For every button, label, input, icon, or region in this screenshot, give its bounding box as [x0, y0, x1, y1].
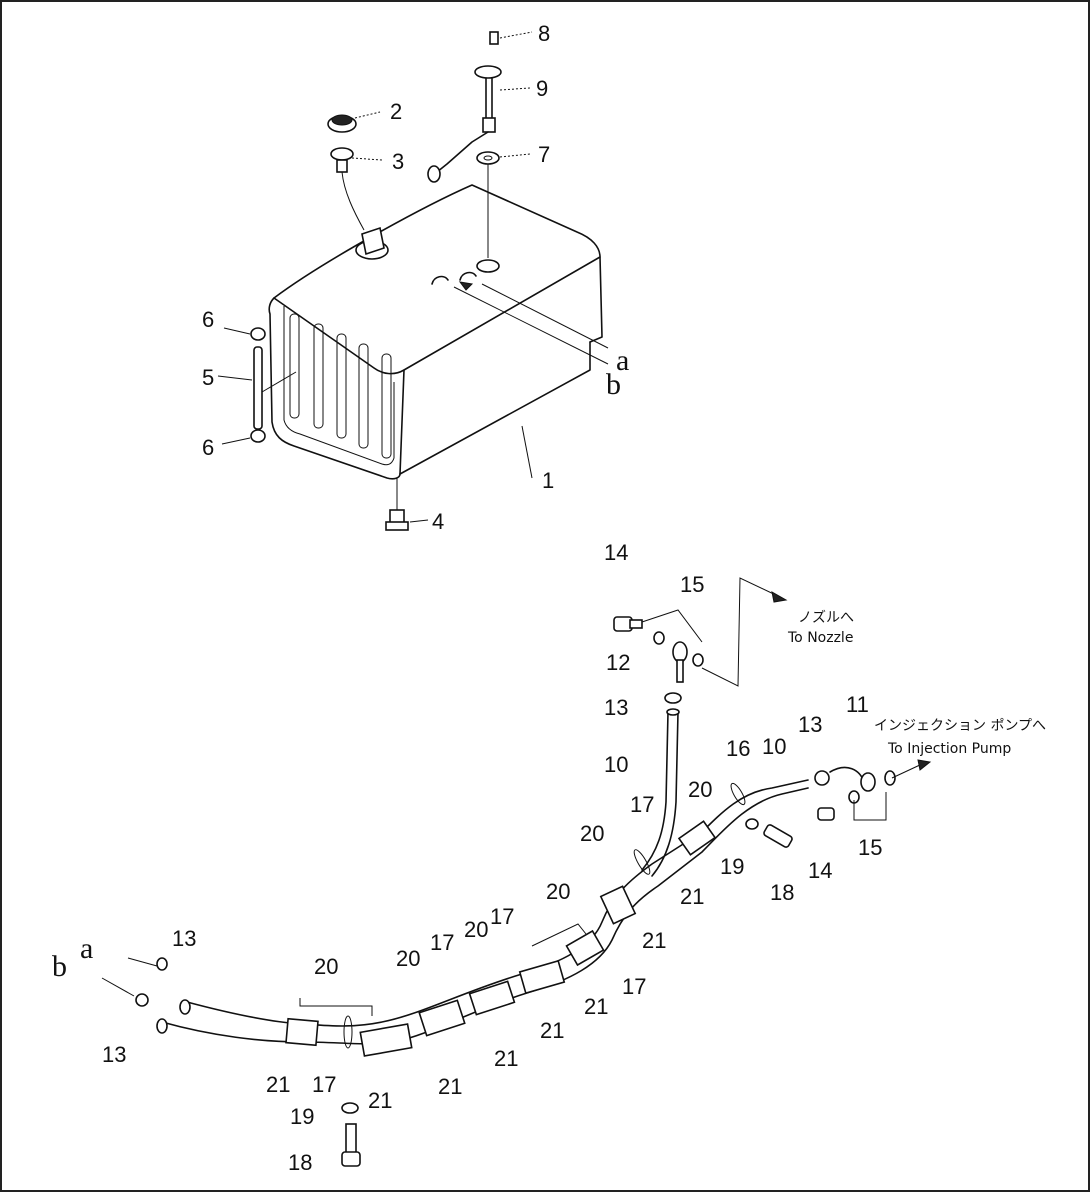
- callout-17-b: 17: [490, 904, 514, 929]
- callout-21-f: 21: [438, 1074, 462, 1099]
- callout-13-right: 13: [798, 712, 822, 737]
- group-brackets: [299, 609, 887, 1016]
- callout-14-top: 14: [604, 540, 628, 565]
- callout-21-e: 21: [494, 1046, 518, 1071]
- callout-14-right: 14: [808, 858, 832, 883]
- callout-19-left: 19: [290, 1104, 314, 1129]
- routing-lines: [101, 577, 932, 997]
- callout-11: 11: [846, 692, 869, 717]
- callout-10-left: 10: [604, 752, 628, 777]
- callout-13-left-top: 13: [172, 926, 196, 951]
- callout-20-mid: 20: [580, 821, 604, 846]
- callout-20-d: 20: [464, 917, 488, 942]
- letter-b-left: b: [52, 950, 67, 983]
- callout-12: 12: [606, 650, 630, 675]
- callout-13-left-bottom: 13: [102, 1042, 126, 1067]
- callout-17-left: 17: [312, 1072, 336, 1097]
- callout-8: 8: [538, 21, 550, 46]
- callout-21-c: 21: [584, 994, 608, 1019]
- callout-2: 2: [390, 99, 402, 124]
- letter-a-left: a: [80, 932, 93, 965]
- callout-20-e: 20: [396, 946, 420, 971]
- callout-17-d: 17: [622, 974, 646, 999]
- callout-17-top: 17: [630, 792, 654, 817]
- callout-5: 5: [202, 365, 214, 390]
- callout-9: 9: [536, 76, 548, 101]
- callout-1: 1: [542, 468, 554, 493]
- callout-13-top: 13: [604, 695, 628, 720]
- callout-15-top: 15: [680, 572, 704, 597]
- callout-6-bottom: 6: [202, 435, 214, 460]
- callout-15-right: 15: [858, 835, 882, 860]
- callout-20-left: 20: [314, 954, 338, 979]
- connection-letters: a b a b: [52, 344, 629, 983]
- callout-18-left: 18: [288, 1150, 312, 1175]
- tank-return-lines: [453, 281, 609, 365]
- fittings: [135, 616, 896, 1167]
- letter-a-top: a: [616, 344, 629, 377]
- callout-10-right: 10: [762, 734, 786, 759]
- callout-labels: 1 2 3 4 5 6 6 7 8 9 14 15 12 13 10 17 16…: [102, 21, 882, 1175]
- callout-7: 7: [538, 142, 550, 167]
- note-pump-jp: インジェクション ポンプへ: [874, 718, 1046, 734]
- clamps: [285, 782, 746, 1057]
- callout-18-right: 18: [770, 880, 794, 905]
- callout-6-top: 6: [202, 307, 214, 332]
- fuel-tank: [268, 184, 603, 531]
- callout-19-right: 19: [720, 854, 744, 879]
- callout-20-c: 20: [546, 879, 570, 904]
- callout-21-a: 21: [680, 884, 704, 909]
- destination-notes: ノズルへ To Nozzle インジェクション ポンプへ To Injectio…: [787, 610, 1046, 757]
- callout-21-g: 21: [368, 1088, 392, 1113]
- callout-21-h: 21: [266, 1072, 290, 1097]
- callout-20-right: 20: [688, 777, 712, 802]
- letter-b-top: b: [606, 368, 621, 401]
- callout-21-b: 21: [642, 928, 666, 953]
- callout-17-c: 17: [430, 930, 454, 955]
- callout-21-d: 21: [540, 1018, 564, 1043]
- callout-16: 16: [726, 736, 750, 761]
- note-nozzle-jp: ノズルへ: [798, 610, 854, 626]
- note-nozzle-en: To Nozzle: [787, 630, 853, 646]
- callout-leaders-upper: [217, 31, 533, 523]
- note-pump-en: To Injection Pump: [887, 741, 1011, 757]
- callout-3: 3: [392, 149, 404, 174]
- tank-top-parts: [250, 31, 502, 443]
- callout-4: 4: [432, 509, 444, 534]
